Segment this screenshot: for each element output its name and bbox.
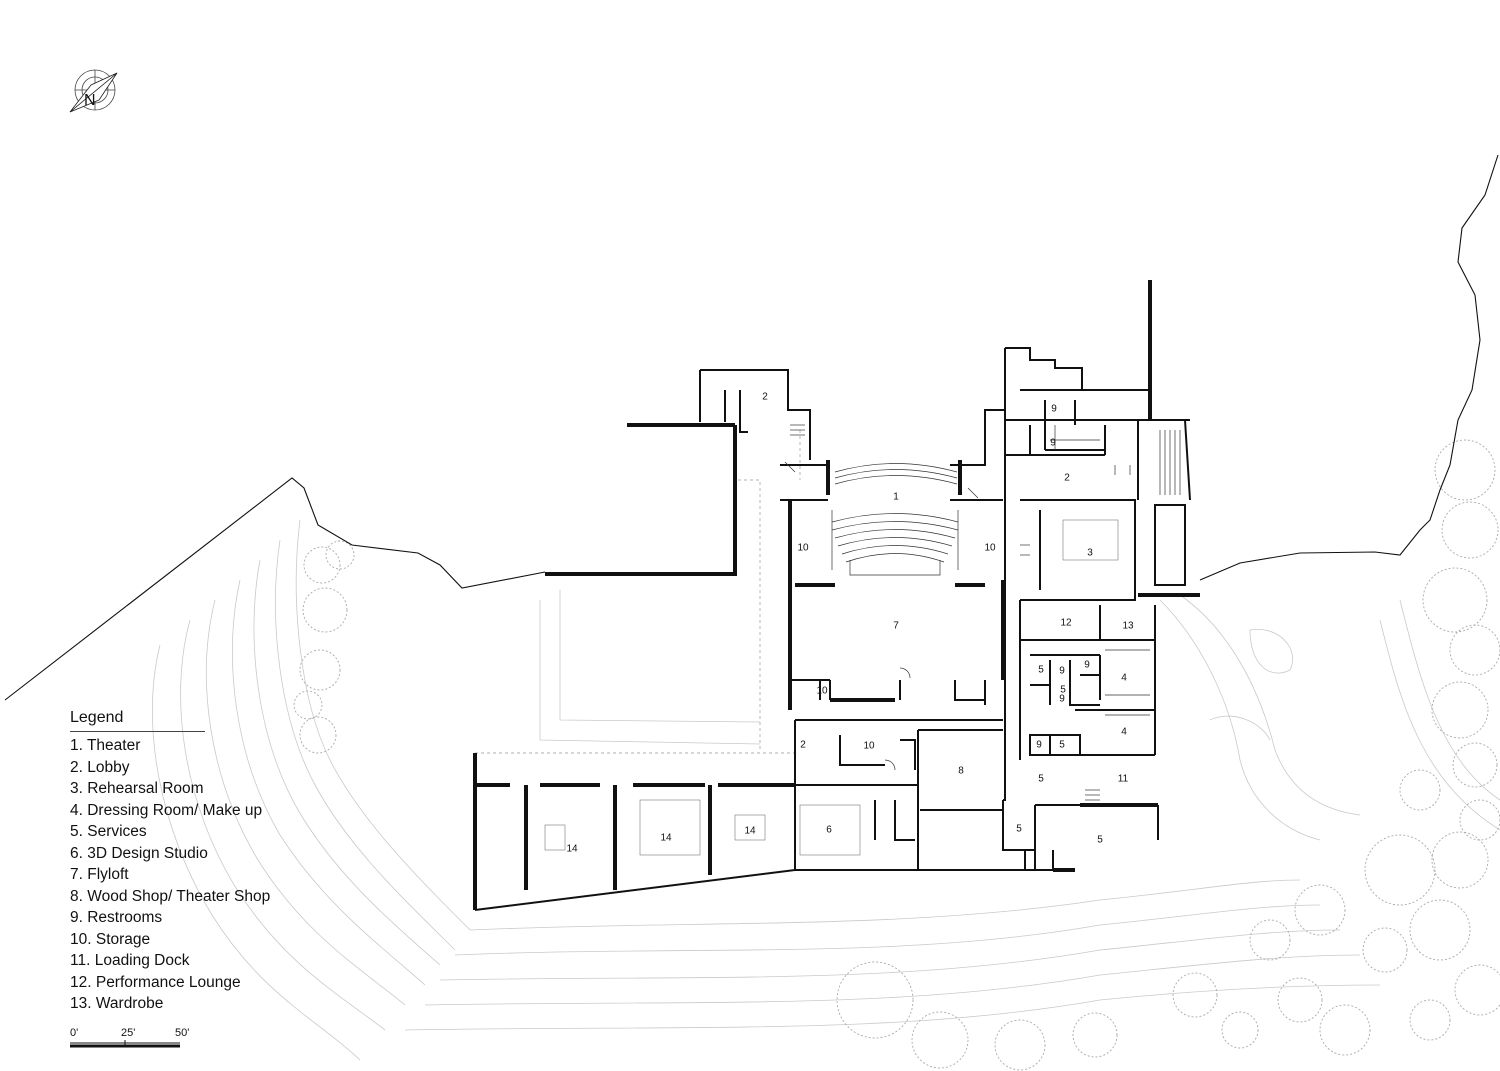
room-label: 5 bbox=[1016, 824, 1022, 835]
scale-label-0: 0' bbox=[70, 1027, 79, 1039]
room-label: 8 bbox=[958, 766, 964, 777]
scale-label-25: 25' bbox=[121, 1027, 136, 1039]
room-label: 5 bbox=[1038, 665, 1044, 676]
scale-bar bbox=[70, 1040, 180, 1048]
room-label: 9 bbox=[1051, 404, 1057, 415]
furniture bbox=[544, 519, 1119, 856]
room-label: 10 bbox=[863, 741, 875, 752]
legend-list: 1. Theater 2. Lobby 3. Rehearsal Room 4.… bbox=[70, 735, 271, 1015]
north-label: N bbox=[84, 92, 96, 109]
room-label: 14 bbox=[566, 844, 578, 855]
room-label: 5 bbox=[1059, 740, 1065, 751]
room-label: 10 bbox=[816, 686, 828, 697]
legend-item: 4. Dressing Room/ Make up bbox=[70, 801, 263, 819]
legend-title: Legend bbox=[70, 708, 205, 732]
room-label: 9 bbox=[1059, 666, 1065, 677]
room-label: 10 bbox=[984, 543, 996, 554]
room-label: 7 bbox=[893, 621, 899, 632]
room-label: 10 bbox=[797, 543, 809, 554]
room-label: 12 bbox=[1060, 618, 1072, 629]
room-label: 5 bbox=[1038, 774, 1044, 785]
heavy-walls bbox=[473, 280, 1200, 910]
room-label: 9 bbox=[1036, 740, 1042, 751]
scale-label-50: 50' bbox=[175, 1027, 190, 1039]
legend-item: 9. Restrooms bbox=[70, 909, 163, 926]
room-label: 9 bbox=[1050, 438, 1056, 449]
legend-item: 5. Services bbox=[70, 823, 147, 840]
legend-item: 13. Wardrobe bbox=[70, 995, 164, 1012]
north-arrow-icon: N bbox=[69, 69, 118, 113]
room-labels: 1 2 2 2 3 4 4 5 5 5 5 5 5 6 7 8 9 9 9 9 … bbox=[566, 392, 1134, 855]
walls bbox=[474, 347, 1191, 911]
room-label: 14 bbox=[660, 833, 672, 844]
room-label: 11 bbox=[1118, 774, 1129, 785]
room-label: 1 bbox=[893, 492, 899, 503]
room-label: 3 bbox=[1087, 548, 1093, 559]
interior-details bbox=[790, 424, 1181, 801]
room-label: 6 bbox=[826, 825, 832, 836]
site-boundary bbox=[4, 154, 1499, 701]
site-trees bbox=[293, 439, 1500, 1071]
room-label: 2 bbox=[1064, 473, 1070, 484]
legend-item: 8. Wood Shop/ Theater Shop bbox=[70, 887, 271, 905]
room-label: 4 bbox=[1121, 673, 1127, 684]
room-label: 14 bbox=[744, 826, 756, 837]
room-label: 2 bbox=[762, 392, 768, 403]
room-label: 9 bbox=[1059, 694, 1065, 705]
room-label: 5 bbox=[1097, 835, 1103, 846]
room-label: 2 bbox=[800, 740, 806, 751]
legend-item: 1. Theater bbox=[70, 737, 141, 754]
room-label: 4 bbox=[1121, 727, 1127, 738]
room-label: 13 bbox=[1122, 621, 1134, 632]
legend-item: 6. 3D Design Studio bbox=[70, 844, 208, 862]
legend-item: 10. Storage bbox=[70, 930, 151, 948]
legend-item: 11. Loading Dock bbox=[70, 952, 190, 969]
legend-item: 12. Performance Lounge bbox=[70, 973, 241, 991]
legend-item: 3. Rehearsal Room bbox=[70, 780, 204, 797]
site-contours bbox=[152, 519, 1500, 1061]
doors bbox=[784, 461, 1131, 771]
legend-item: 2. Lobby bbox=[70, 758, 130, 776]
room-label: 9 bbox=[1084, 660, 1090, 671]
legend-item: 7. Flyloft bbox=[70, 866, 129, 883]
legend: Legend 1. Theater 2. Lobby 3. Rehearsal … bbox=[70, 708, 271, 1015]
room-label: 5 bbox=[1060, 685, 1066, 696]
